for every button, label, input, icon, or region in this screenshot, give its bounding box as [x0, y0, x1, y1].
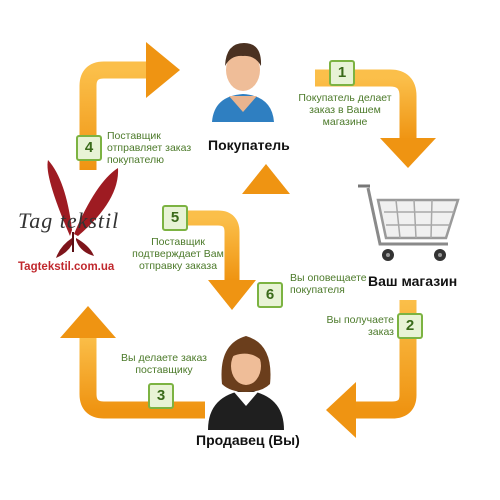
step-4-badge: 4 [76, 135, 102, 161]
step-1-label: Покупатель делает заказ в Вашем магазине [298, 92, 392, 128]
arrowhead-step-2 [326, 382, 356, 438]
arrow-step-4 [79, 61, 148, 170]
arrow-step-1 [315, 69, 417, 140]
arrowhead-step-1 [380, 138, 436, 168]
seller-name: Продавец (Вы) [196, 432, 300, 448]
logo-site: Tagtekstil.com.ua [18, 261, 115, 273]
arrow-step-5 [185, 210, 240, 280]
step-6-label: Вы оповещаете покупателя [290, 272, 367, 296]
store-name: Ваш магазин [368, 273, 458, 289]
step-4-label: Поставщик отправляет заказ покупателю [107, 130, 192, 166]
buyer-avatar-icon [212, 43, 274, 122]
butterfly-logo-icon [47, 160, 119, 258]
step-5-label: Поставщик подтверждает Вам отправку зака… [132, 236, 224, 272]
arrowhead-step-6 [242, 164, 290, 194]
step-6-badge: 6 [257, 282, 283, 308]
arrow-step-3 [79, 335, 205, 419]
logo-wordmark: Tag tekstil [18, 208, 120, 233]
shopping-cart-icon [358, 184, 460, 261]
arrow-step-2 [352, 300, 417, 419]
step-2-badge: 2 [397, 313, 423, 339]
buyer-name: Покупатель [208, 137, 290, 153]
arrowhead-step-5 [208, 280, 256, 310]
step-3-badge: 3 [148, 383, 174, 409]
arrowhead-step-4 [146, 42, 180, 98]
step-1-badge: 1 [329, 60, 355, 86]
step-2-label: Вы получаете заказ [326, 314, 394, 338]
step-5-badge: 5 [162, 205, 188, 231]
arrowhead-step-3 [60, 306, 116, 338]
step-3-label: Вы делаете заказ поставщику [120, 352, 207, 376]
seller-avatar-icon [208, 336, 284, 430]
